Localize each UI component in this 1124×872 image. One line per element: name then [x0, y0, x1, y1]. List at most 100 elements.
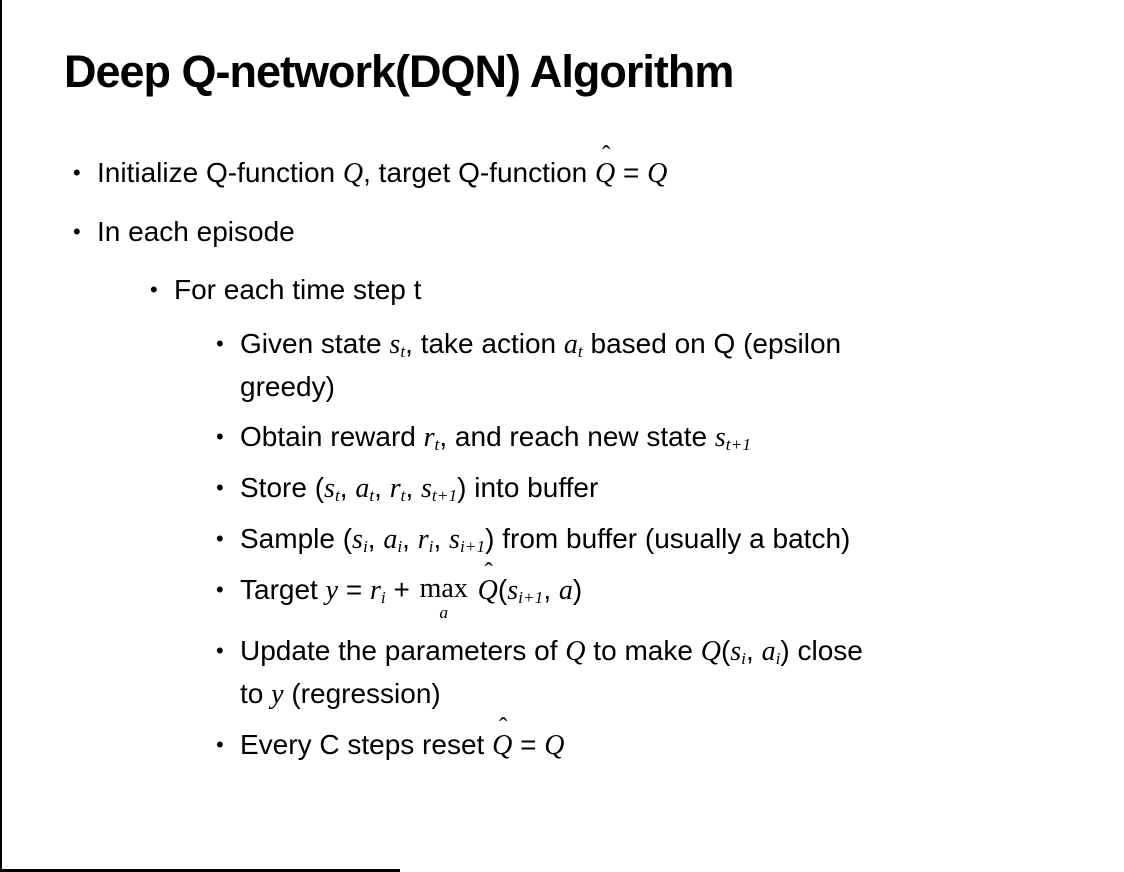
bullet-item: •Store (st, at, rt, st+1) into buffer: [0, 467, 1080, 510]
math-subscript: t: [369, 485, 375, 505]
text-run: Store (: [240, 471, 325, 503]
math-subscript: i: [741, 648, 746, 668]
text-run: greedy): [240, 370, 335, 402]
math-subscript: i: [362, 536, 368, 556]
math-subscript: t+1: [431, 485, 458, 505]
bullet-marker: •: [216, 474, 224, 500]
text-run: Sample (: [240, 522, 353, 554]
bullet-text: Initialize Q-function Q, target Q-functi…: [97, 143, 1080, 195]
bullet-text: Given state st, take action at based on …: [240, 323, 1080, 408]
text-run: ,: [433, 522, 450, 554]
math-subscript: i: [397, 536, 403, 556]
bullet-marker: •: [216, 576, 224, 602]
text-run: =: [338, 573, 370, 605]
text-run: (: [497, 573, 508, 605]
text-run: to make: [585, 634, 701, 666]
math-var: r: [389, 472, 401, 504]
math-var: Q: [565, 635, 586, 667]
text-run: Every C steps reset: [240, 728, 493, 760]
text-run: ) into buffer: [457, 471, 599, 503]
math-var: s: [421, 472, 432, 504]
slide-left-border: [0, 0, 2, 872]
max-operator-text: max: [419, 572, 468, 604]
text-run: ,: [405, 471, 422, 503]
math-subscript: i: [380, 587, 386, 607]
max-underscript: a: [439, 603, 449, 623]
bullet-marker: •: [73, 218, 81, 244]
text-run: ,: [374, 471, 390, 503]
text-run: Update the parameters of: [240, 634, 566, 666]
text-run: ,: [746, 634, 762, 666]
text-run: (regression): [283, 677, 441, 709]
bullet-marker: •: [73, 159, 81, 185]
math-var: s: [730, 635, 742, 667]
bullet-item: • Given state st, take action at based on…: [0, 323, 1080, 408]
bullet-item: • In each episode: [0, 211, 1080, 253]
bullet-text: In each episode: [97, 211, 1080, 253]
hat-accent: ˆ: [601, 142, 611, 170]
bullet-marker: •: [216, 637, 224, 663]
text-run: ): [572, 573, 583, 605]
math-var: y: [325, 574, 339, 606]
bullet-text: Sample (si, ai, ri, si+1) from buffer (u…: [240, 518, 1080, 561]
bullet-marker: •: [216, 525, 224, 551]
text-run: ) close: [780, 634, 863, 666]
bullet-item: • Initialize Q-function Q, target Q-funct…: [0, 143, 1080, 195]
math-subscript: t: [434, 434, 440, 454]
bullet-marker: •: [150, 276, 158, 302]
math-subscript: i+1: [518, 587, 544, 607]
math-var: Q: [647, 157, 668, 189]
math-subscript: t+1: [725, 434, 752, 454]
text-run: ,: [339, 471, 356, 503]
bullet-text: Store (st, at, rt, st+1) into buffer: [240, 467, 1080, 510]
hat-accent: ˆ: [499, 714, 508, 742]
text-run: , and reach new state: [439, 420, 715, 452]
math-var: s: [389, 328, 401, 360]
math-subscript: i+1: [459, 536, 486, 556]
math-subscript: t: [577, 341, 583, 361]
math-subscript: t: [334, 485, 340, 505]
bullet-item: • For each time step t: [0, 269, 1080, 311]
math-var: s: [352, 523, 363, 555]
math-var: Q: [595, 157, 616, 189]
math-var: Q: [342, 157, 364, 189]
text-run: =: [512, 728, 545, 760]
math-var: y: [271, 678, 284, 710]
bullet-marker: •: [216, 330, 224, 356]
math-subscript: t: [400, 485, 406, 505]
bullet-item: • Obtain reward rt, and reach new state s…: [0, 416, 1080, 459]
math-var: Q: [544, 729, 565, 761]
math-var: a: [355, 472, 370, 504]
math-var: r: [417, 523, 429, 555]
text-run: [470, 574, 478, 605]
math-subscript: t: [400, 341, 406, 361]
text-run: (: [720, 634, 731, 666]
bullet-text: Obtain reward rt, and reach new state st…: [240, 416, 1080, 459]
math-var: r: [369, 574, 381, 606]
slide-title: Deep Q-network(DQN) Algorithm: [64, 46, 734, 97]
text-run: For each time step t: [174, 273, 422, 305]
text-run: Initialize Q-function: [97, 156, 343, 188]
text-run: ,: [367, 522, 384, 554]
math-var: Q: [700, 635, 721, 667]
bullet-item: •Update the parameters of Q to make Q(si…: [0, 630, 1080, 716]
text-run: Obtain reward: [240, 420, 424, 452]
math-subscript: i: [428, 536, 434, 556]
bullet-item: •Sample (si, ai, ri, si+1) from buffer (…: [0, 518, 1080, 561]
math-var: a: [761, 635, 776, 667]
text-run: Given state: [240, 327, 390, 359]
bullet-marker: •: [216, 423, 224, 449]
hat-accent: ˆ: [484, 559, 493, 587]
text-run: In each episode: [97, 215, 295, 247]
text-run: ,: [543, 573, 559, 605]
bullet-marker: •: [216, 731, 224, 757]
text-run: ) from buffer (usually a batch): [485, 522, 851, 554]
math-var: s: [507, 574, 519, 606]
